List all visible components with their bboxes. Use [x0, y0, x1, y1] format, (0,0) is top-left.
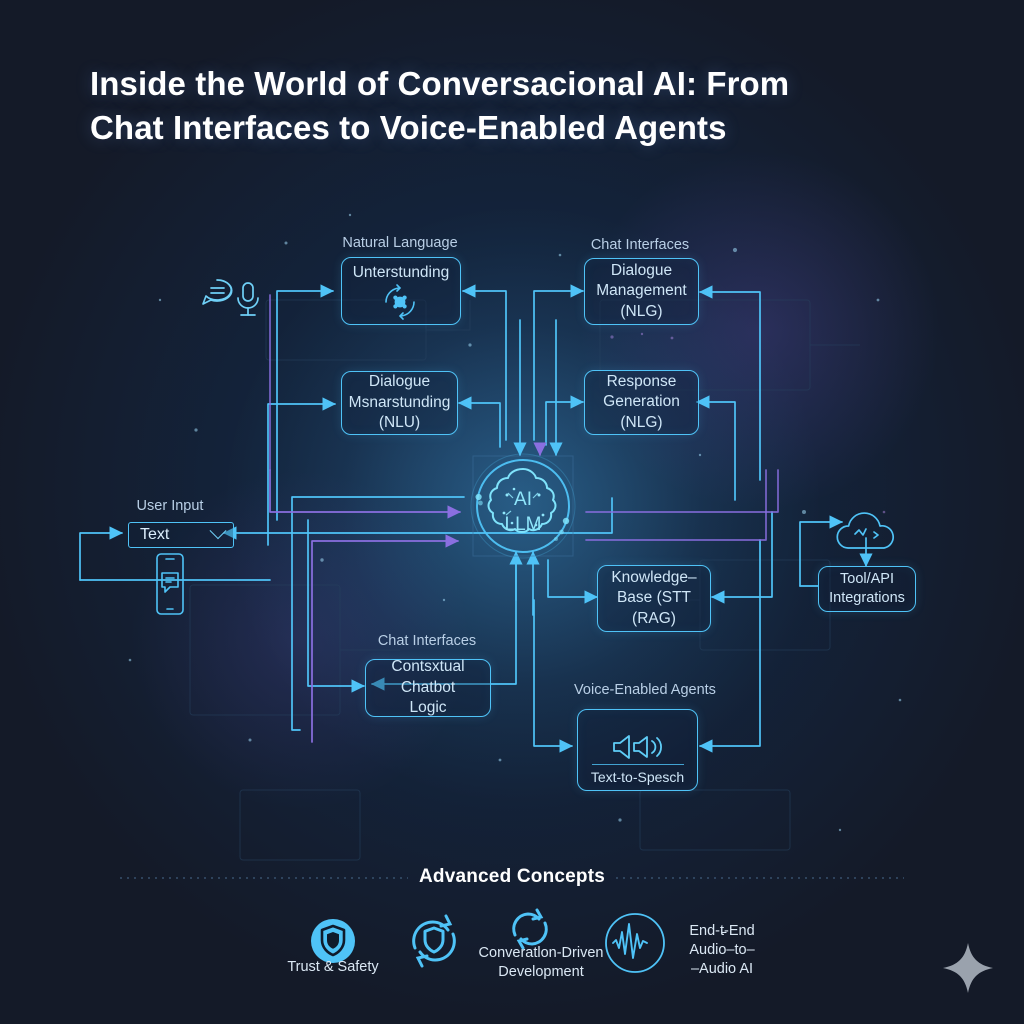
- shield-cycle-icon: [412, 914, 456, 968]
- cloud-api-icon: [836, 512, 895, 549]
- microphone-icon: [237, 282, 259, 316]
- phone-chat-icon: [156, 553, 184, 615]
- refresh-cluster-icon: [385, 284, 415, 320]
- page-title-line-2: Chat Interfaces to Voice-Enabled Agents: [90, 108, 727, 146]
- node-response-generation[interactable]: Response Generation (NLG): [584, 370, 699, 435]
- group-label-voice-enabled-agents: Voice-Enabled Agents: [574, 682, 716, 698]
- group-label-chat-interfaces-top: Chat Interfaces: [590, 237, 690, 253]
- node-nlu-understanding[interactable]: Unterstunding: [341, 257, 461, 325]
- node-contextual-chatbot-label: Contsxtual Chatbot Logic: [391, 658, 465, 717]
- advanced-item-label-2: End-t̵-End Audio–to– –Audio AI: [689, 923, 755, 978]
- node-dialogue-nlu[interactable]: Dialogue Msnarstunding (NLU): [341, 371, 458, 435]
- cycle-arrows-icon: [512, 908, 548, 950]
- chat-bubble-icon: [202, 279, 233, 305]
- group-label-user-input: User Input: [136, 498, 204, 514]
- node-response-generation-label: Response Generation (NLG): [603, 372, 680, 431]
- waveform-circle-icon: [605, 913, 665, 973]
- node-dialogue-management-label: Dialogue Management (NLG): [596, 261, 687, 320]
- speaker-icon: [612, 734, 662, 759]
- core-llm-node[interactable]: AI LLM: [460, 443, 586, 569]
- page-title-line-1: Inside the World of Conversacional AI: F…: [90, 65, 790, 102]
- node-text-to-speech[interactable]: Text-to-Spesch: [577, 709, 698, 791]
- advanced-concepts-heading: Advanced Concepts: [418, 866, 606, 887]
- node-tool-api-integrations[interactable]: Tool/API Integrations: [818, 566, 916, 612]
- node-knowledge-base-label: Knowledge– Base (STT (RAG): [611, 568, 697, 627]
- node-nlu-understanding-label: Unterstunding: [352, 264, 450, 281]
- node-contextual-chatbot-logic[interactable]: Contsxtual Chatbot Logic: [365, 658, 491, 717]
- shield-filled-icon: [311, 919, 355, 963]
- node-text-to-speech-label: Text-to-Spesch: [590, 768, 685, 785]
- user-input-select[interactable]: Text: [128, 522, 234, 548]
- node-tool-api-label: Tool/API Integrations: [829, 570, 905, 606]
- core-label-ai: AI: [514, 489, 532, 510]
- user-input-select-value: Text: [140, 526, 170, 543]
- group-label-chat-interfaces-bottom: Chat Interfaces: [377, 633, 477, 649]
- advanced-item-label-0: Trust & Safety: [287, 959, 379, 975]
- core-label-llm: LLM: [505, 514, 542, 535]
- group-label-natural-language: Natural Language: [342, 235, 458, 251]
- page-title: Inside the World of Conversacional AI: F…: [90, 62, 950, 149]
- node-knowledge-base[interactable]: Knowledge– Base (STT (RAG): [597, 565, 711, 632]
- sparkle-icon: [943, 943, 993, 993]
- node-dialogue-nlu-label: Dialogue Msnarstunding (NLU): [348, 373, 451, 432]
- node-dialogue-management[interactable]: Dialogue Management (NLG): [584, 258, 699, 325]
- advanced-item-label-1: Converatlon-Driven Development: [478, 945, 604, 981]
